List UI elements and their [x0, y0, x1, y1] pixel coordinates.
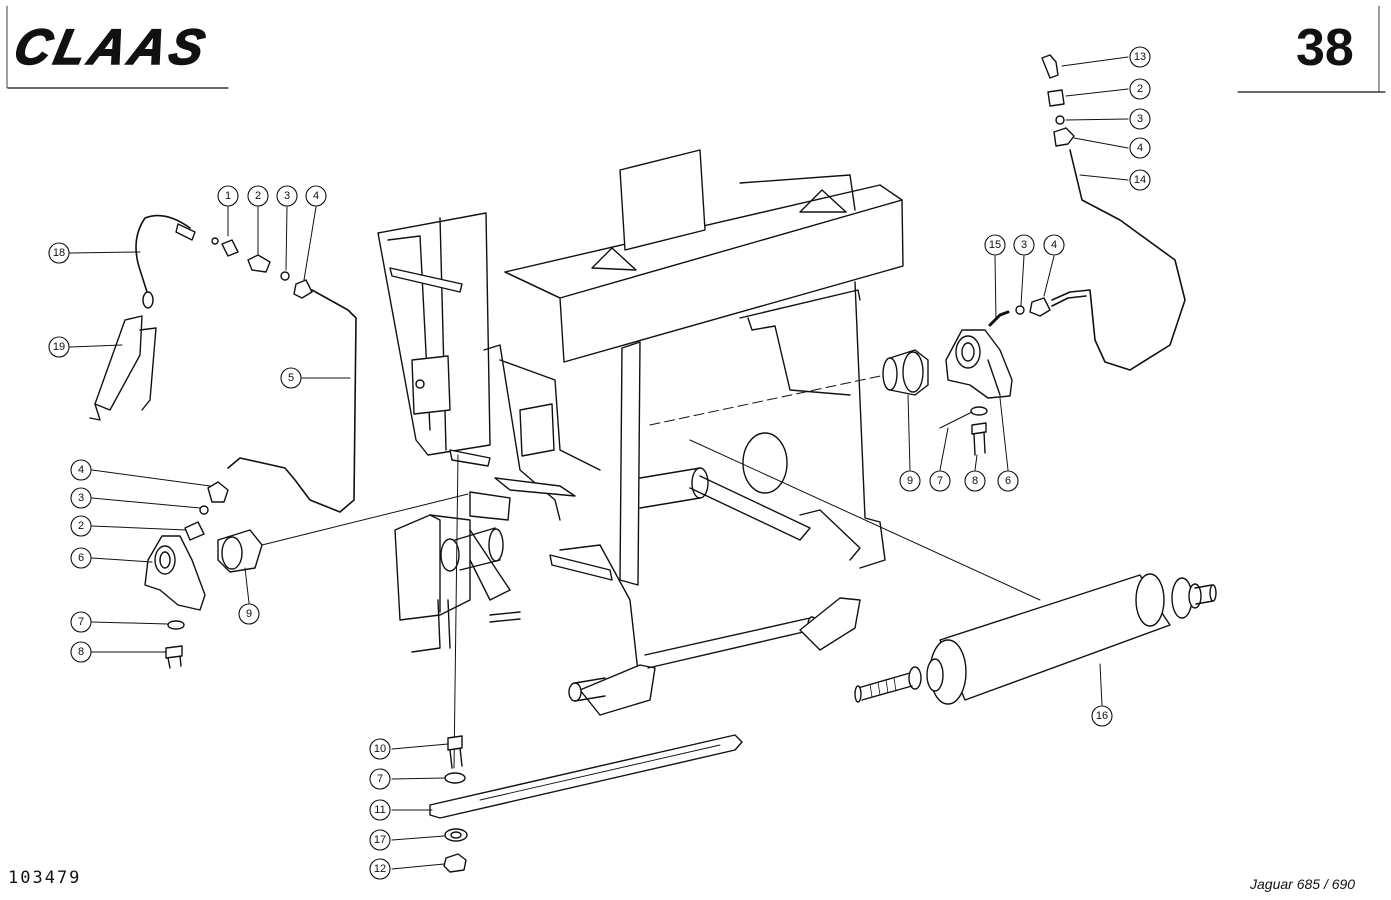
lower-bar-assembly — [429, 734, 743, 873]
callout-label: 5 — [288, 372, 294, 384]
callout-7: 7 — [929, 470, 951, 492]
callout-4: 4 — [1129, 137, 1151, 159]
callout-3: 3 — [1129, 108, 1151, 130]
callout-label: 12 — [374, 863, 386, 875]
callout-6: 6 — [70, 547, 92, 569]
callout-label: 4 — [313, 190, 319, 202]
callout-2: 2 — [70, 515, 92, 537]
callout-2: 2 — [247, 185, 269, 207]
right-bearing-assembly — [882, 149, 1186, 456]
callout-12: 12 — [369, 858, 391, 880]
callout-label: 4 — [1051, 239, 1057, 251]
callout-1: 1 — [217, 185, 239, 207]
roller-16 — [854, 573, 1217, 705]
top-right-fittings — [1041, 54, 1075, 147]
callout-label: 3 — [1021, 239, 1027, 251]
callout-11: 11 — [369, 799, 391, 821]
callout-label: 3 — [1137, 113, 1143, 125]
callout-2: 2 — [1129, 78, 1151, 100]
callout-label: 18 — [53, 247, 65, 259]
callout-label: 19 — [53, 341, 65, 353]
callout-13: 13 — [1129, 46, 1151, 68]
callout-label: 7 — [937, 475, 943, 487]
callout-4: 4 — [1043, 234, 1065, 256]
callout-label: 14 — [1134, 174, 1146, 186]
callout-label: 2 — [78, 520, 84, 532]
callout-6: 6 — [997, 470, 1019, 492]
callout-label: 1 — [225, 190, 231, 202]
callout-19: 19 — [48, 336, 70, 358]
main-frame — [261, 149, 1041, 769]
callout-label: 2 — [255, 190, 261, 202]
callout-15: 15 — [984, 234, 1006, 256]
callout-8: 8 — [70, 641, 92, 663]
callout-4: 4 — [305, 185, 327, 207]
callout-label: 9 — [246, 608, 252, 620]
callout-label: 3 — [78, 492, 84, 504]
callout-label: 13 — [1134, 51, 1146, 63]
callout-8: 8 — [964, 470, 986, 492]
callout-5: 5 — [280, 367, 302, 389]
callout-label: 8 — [78, 646, 84, 658]
page-number: 38 — [1296, 19, 1354, 77]
callout-label: 3 — [284, 190, 290, 202]
callout-label: 6 — [1005, 475, 1011, 487]
callout-10: 10 — [369, 738, 391, 760]
callout-label: 4 — [1137, 142, 1143, 154]
callout-label: 9 — [907, 475, 913, 487]
left-lubrication-set — [89, 214, 357, 669]
callout-label: 2 — [1137, 83, 1143, 95]
callout-3: 3 — [1013, 234, 1035, 256]
callout-14: 14 — [1129, 169, 1151, 191]
header-rules — [6, 5, 1386, 93]
callout-7: 7 — [369, 768, 391, 790]
callout-label: 15 — [989, 239, 1001, 251]
callout-leaders — [69, 56, 1129, 870]
callout-label: 7 — [78, 616, 84, 628]
callout-label: 17 — [374, 834, 386, 846]
callout-9: 9 — [899, 470, 921, 492]
callout-label: 10 — [374, 743, 386, 755]
callout-7: 7 — [70, 611, 92, 633]
callout-label: 4 — [78, 464, 84, 476]
callout-16: 16 — [1091, 705, 1113, 727]
callout-label: 6 — [78, 552, 84, 564]
callouts: 18 19 1 2 3 4 5 4 3 2 6 9 7 8 13 2 3 4 1… — [48, 46, 1151, 880]
callout-9: 9 — [238, 603, 260, 625]
callout-label: 7 — [377, 773, 383, 785]
callout-18: 18 — [48, 242, 70, 264]
callout-label: 8 — [972, 475, 978, 487]
callout-3: 3 — [276, 185, 298, 207]
callout-3: 3 — [70, 487, 92, 509]
callout-4: 4 — [70, 459, 92, 481]
diagram-number: 103479 — [8, 868, 82, 888]
callout-label: 11 — [374, 804, 385, 816]
model-name: Jaguar 685 / 690 — [1250, 876, 1356, 892]
callout-label: 16 — [1096, 710, 1108, 722]
callout-17: 17 — [369, 829, 391, 851]
